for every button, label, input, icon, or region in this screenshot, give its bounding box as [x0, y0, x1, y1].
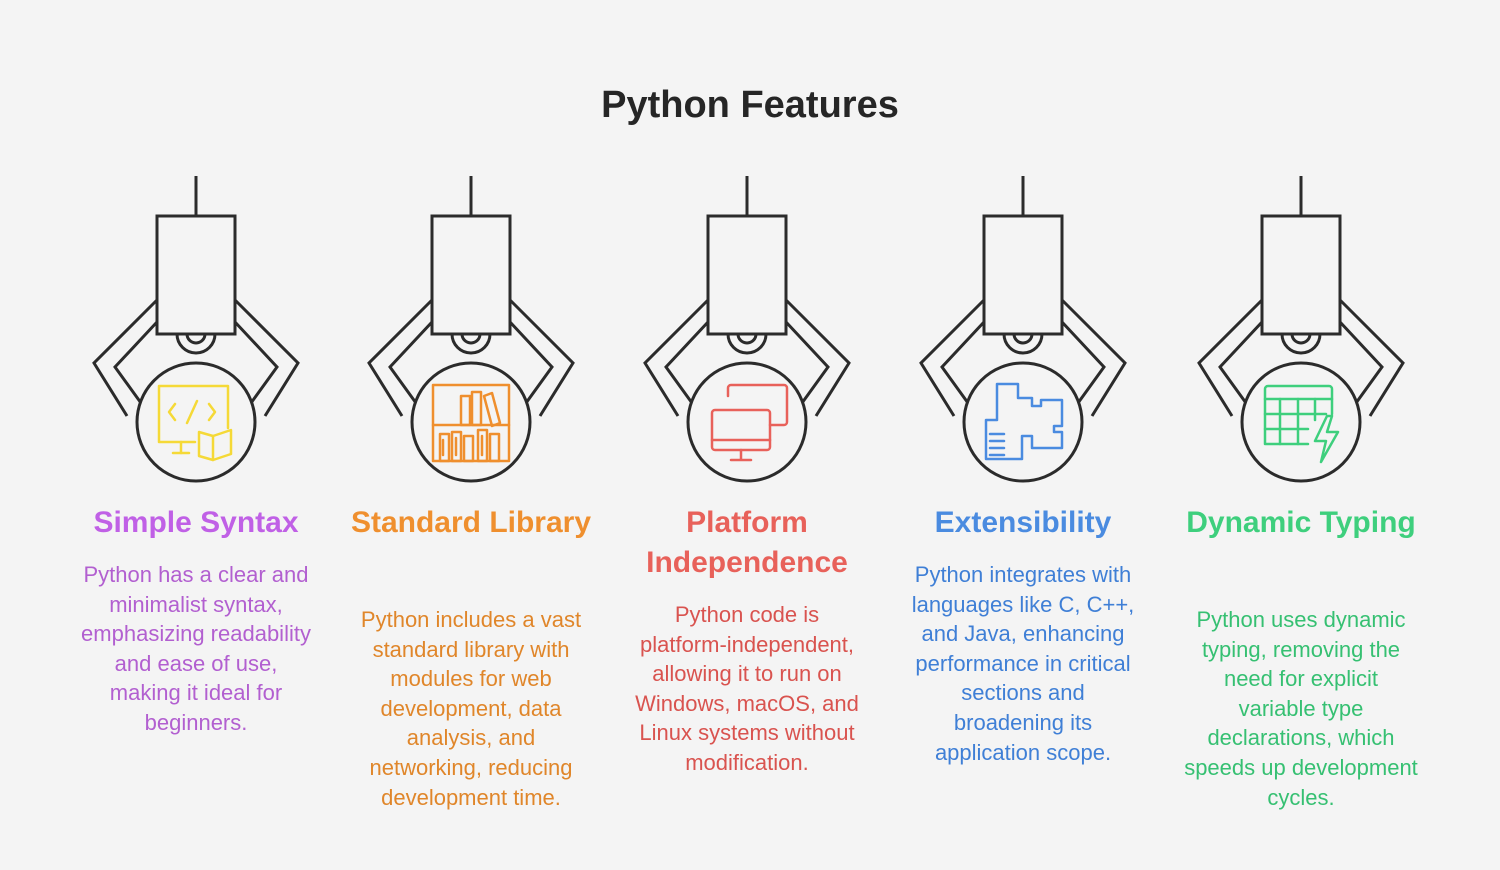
feature-title: Platform Independence	[646, 506, 848, 579]
bookshelf-icon	[431, 383, 511, 463]
feature-title: Simple Syntax	[93, 506, 299, 539]
feature-description: Python has a clear and minimalist syntax…	[81, 562, 311, 735]
feature-description: Python integrates with languages like C,…	[911, 562, 1135, 765]
feature-title: Extensibility	[934, 506, 1112, 539]
feature-description: Python code is platform-independent, all…	[635, 602, 859, 775]
feature-extensibility: Extensibility Python integrates with lan…	[888, 170, 1158, 860]
feature-dynamic-typing: Dynamic Typing Python uses dynamic typin…	[1166, 170, 1436, 860]
feature-platform-independence: Platform Independence Python code is pla…	[612, 170, 882, 860]
table-lightning-icon	[1263, 384, 1340, 464]
feature-simple-syntax: Simple Syntax Python has a clear and min…	[61, 170, 331, 860]
page-title: Python Features	[601, 84, 899, 126]
puzzle-document-icon	[984, 382, 1064, 461]
robotic-claw-icon	[643, 176, 851, 483]
feature-standard-library: Standard Library Python includes a vast …	[336, 170, 606, 860]
feature-description: Python uses dynamic typing, removing the…	[1184, 607, 1418, 810]
code-monitor-book-icon	[157, 384, 233, 462]
robotic-claw-icon	[367, 176, 575, 483]
feature-title: Standard Library	[350, 506, 592, 539]
multi-monitor-icon	[710, 383, 789, 462]
robotic-claw-icon	[92, 176, 300, 483]
robotic-claw-icon	[1197, 176, 1405, 483]
feature-description: Python includes a vast standard library …	[360, 607, 582, 810]
robotic-claw-icon	[919, 176, 1127, 483]
feature-title: Dynamic Typing	[1186, 506, 1416, 539]
